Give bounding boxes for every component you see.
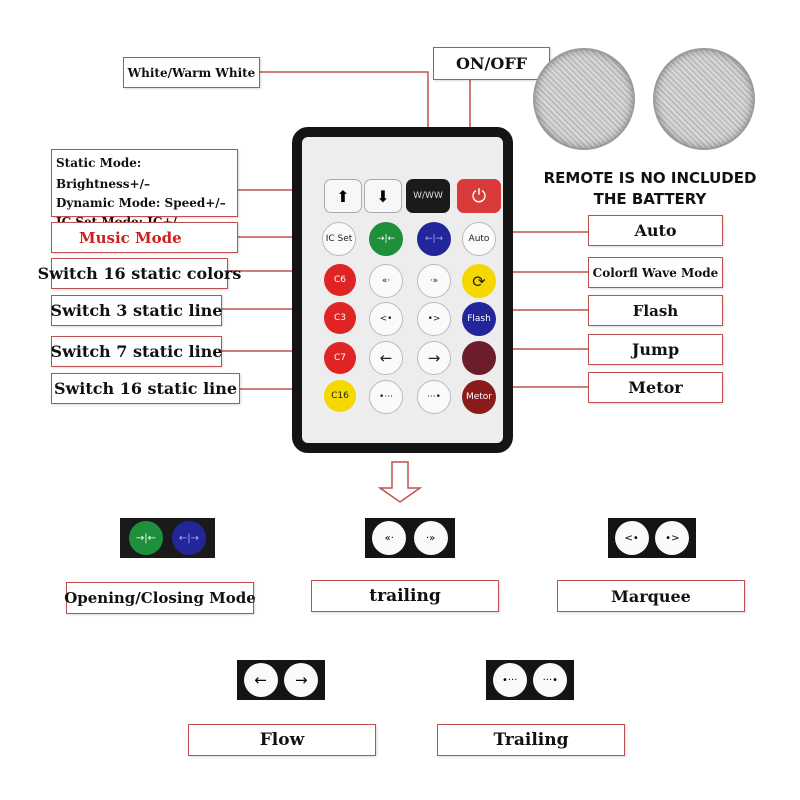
label-flow: Flow [188,724,376,756]
strip-trailing-lower: «· ·» [365,518,455,558]
brightness-down-button[interactable]: ⬇ [364,179,402,213]
label-switch-16-static-line: Switch 16 static line [51,373,240,404]
power-button[interactable]: ⏻ [457,179,501,213]
label-brightness-speed-ic: Static Mode: Brightness+/– Dynamic Mode:… [51,149,238,229]
marquee-left-button[interactable]: <• [369,302,403,336]
label-auto: Auto [588,215,723,246]
label-trailing-lower: trailing [311,580,499,612]
close-open-button[interactable]: ←|→ [417,222,451,256]
c6-button[interactable]: C6 [324,264,356,296]
label-metor: Metor [588,372,723,403]
colorful-wave-button[interactable]: ⟳ [462,264,496,298]
battery-notice: REMOTE IS NO INCLUDED THE BATTERY [540,168,760,210]
c7-button[interactable]: C7 [324,342,356,374]
label-jump: Jump [588,334,723,365]
open-close-button[interactable]: →|← [369,222,403,256]
label-flash: Flash [588,295,723,326]
dot-trail-right-icon: ···• [533,663,568,697]
trail-right-icon: ·» [413,521,448,555]
c16-button[interactable]: C16 [324,380,356,412]
marquee-right-button[interactable]: •> [417,302,451,336]
trail-left-button[interactable]: «· [369,264,403,298]
strip-marquee: <• •> [608,518,696,558]
label-on-off: ON/OFF [433,47,550,80]
strip-trailing: •··· ···• [486,660,574,700]
flow-left-button[interactable]: ← [369,341,403,375]
close-open-icon: ←|→ [172,521,206,555]
down-arrow-icon [377,461,423,503]
battery-notice-line2: THE BATTERY [593,190,707,208]
flash-button[interactable]: Flash [462,302,496,336]
jump-button[interactable] [462,341,496,375]
marquee-right-icon: •> [655,521,690,555]
label-marquee: Marquee [557,580,745,612]
dot-trail-left-icon: •··· [492,663,527,697]
remote-control: ⬆ ⬇ W/WW ⏻ IC Set →|← ←|→ Auto C6 «· ·» … [292,127,513,453]
flow-right-icon: → [284,663,319,697]
flow-right-button[interactable]: → [417,341,451,375]
dot-trail-right-button[interactable]: ···• [417,380,451,414]
battery-coin-right [653,48,755,150]
trail-left-icon: «· [372,521,407,555]
w-ww-button[interactable]: W/WW [406,179,450,213]
open-close-icon: →|← [129,521,163,555]
metor-button[interactable]: Metor [462,380,496,414]
flow-left-icon: ← [243,663,278,697]
label-colorful-wave-mode: Colorfl Wave Mode [588,257,723,288]
strip-flow: ← → [237,660,325,700]
label-music-mode: Music Mode [51,222,238,253]
label-switch-16-static-colors: Switch 16 static colors [38,258,241,289]
brightness-up-button[interactable]: ⬆ [324,179,362,213]
strip-opening-closing: →|← ←|→ [120,518,215,558]
ic-set-button[interactable]: IC Set [322,222,356,256]
label-opening-closing-mode: Opening/Closing Mode [64,582,256,614]
label-switch-7-static-line: Switch 7 static line [51,336,222,367]
auto-button[interactable]: Auto [462,222,496,256]
battery-notice-line1: REMOTE IS NO INCLUDED [543,169,757,187]
label-white-warm-white: White/Warm White [123,57,260,88]
dot-trail-left-button[interactable]: •··· [369,380,403,414]
c3-button[interactable]: C3 [324,302,356,334]
battery-coin-left [533,48,635,150]
label-trailing: Trailing [437,724,625,756]
trail-right-button[interactable]: ·» [417,264,451,298]
marquee-left-icon: <• [614,521,649,555]
static-mode-text: Static Mode: Brightness+/– [56,156,150,191]
label-switch-3-static-line: Switch 3 static line [51,295,222,326]
dynamic-mode-text: Dynamic Mode: Speed+/– [56,196,226,210]
